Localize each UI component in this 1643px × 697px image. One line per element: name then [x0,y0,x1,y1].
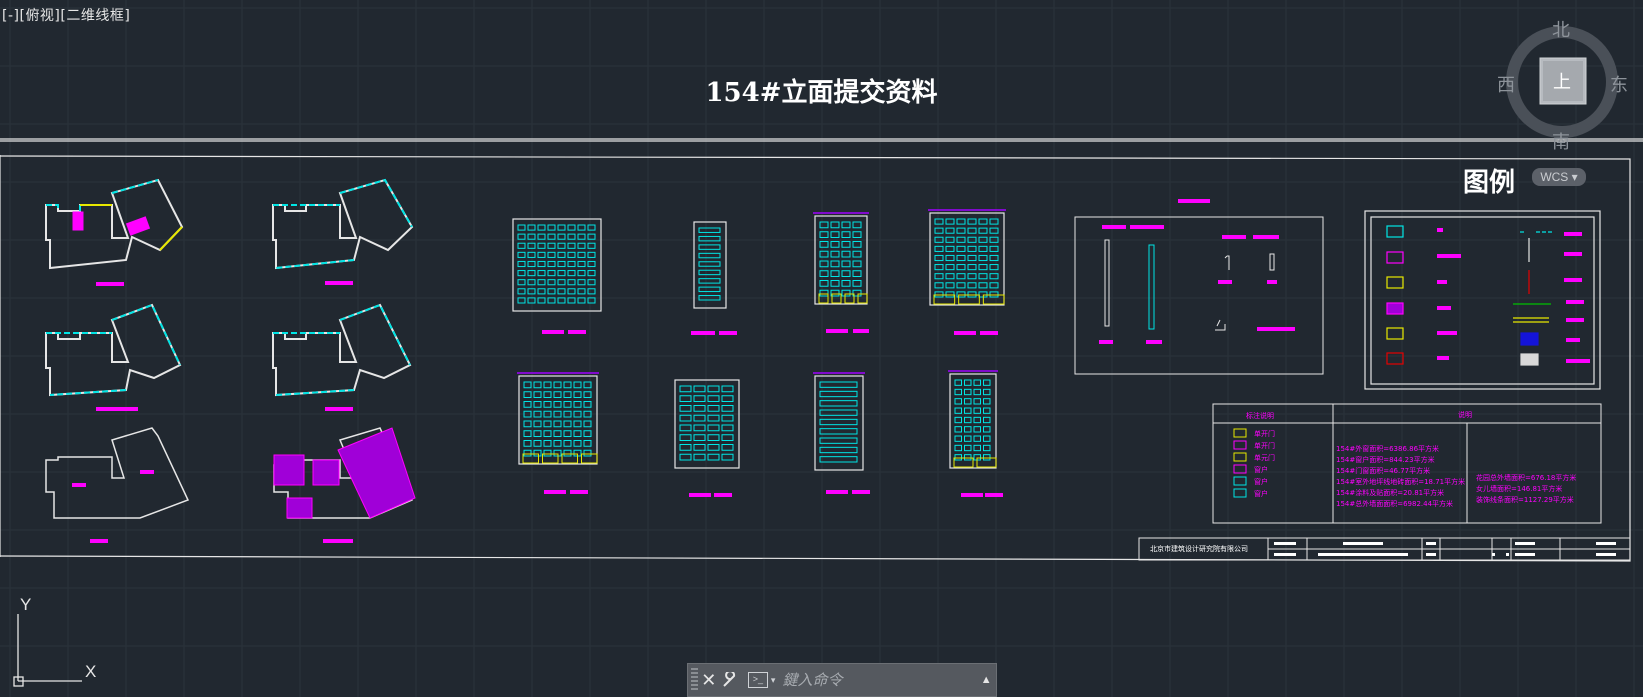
command-prompt-icon[interactable]: >_▾ [745,667,779,693]
elevation-drawings[interactable] [512,209,1006,497]
table-symbol-icon [1233,464,1247,474]
command-input[interactable] [778,666,977,694]
floor-plan-5[interactable] [45,427,190,543]
elevation-building[interactable] [813,372,870,494]
table-left-item: 单元门 [1254,453,1275,462]
table-left-icons [1233,428,1247,498]
table-note-line: 女儿墙面积=146.81平方米 [1476,484,1562,493]
floor-plan-4[interactable] [272,303,412,411]
table-note-line: 花园总外墙面积=676.18平方米 [1476,473,1576,482]
sheet-border [0,138,1643,562]
viewcube-top-face[interactable]: 上 [1553,72,1571,93]
wcs-dropdown[interactable]: WCS ▾ [1532,168,1586,186]
wrench-icon[interactable] [719,666,740,694]
table-left-item: 窗户 [1254,465,1268,474]
table-header-left: 标注说明 [1246,411,1274,420]
floor-plan-3[interactable] [45,303,182,411]
table-symbol-icon [1233,452,1247,462]
table-symbol-icon [1233,476,1247,486]
elevation-building[interactable] [813,212,869,333]
elevation-building[interactable] [512,218,602,334]
elevation-building[interactable] [674,379,740,497]
floor-plan-6[interactable] [273,427,416,543]
command-line-grip[interactable] [691,668,699,692]
legend-title: 图例 [1463,168,1516,198]
table-right-col1: 154#外窗面积=6386.86平方米 154#窗户面积=844.23平方米 154… [1336,444,1465,508]
table-symbol-icon [1233,440,1247,450]
table-right-col2: 花园总外墙面积=676.18平方米女儿墙面积=146.81平方米装饰线条面积=1… [1476,473,1576,504]
elevation-building[interactable] [517,372,599,494]
table-symbol-icon [1233,488,1247,498]
table-left-item: 窗户 [1254,477,1268,486]
table-note-line: 154#门窗面积=46.77平方米 [1336,466,1430,475]
floor-plan-1[interactable] [45,178,184,286]
table-left-item: 单开门 [1254,441,1275,450]
table-note-line: 154#室外地坪线地砖面积=18.71平方米 [1336,477,1465,486]
elevation-building[interactable] [948,370,1003,497]
table-symbol-icon [1233,428,1247,438]
legend-symbols[interactable] [1364,210,1601,390]
viewcube-south[interactable]: 南 [1552,132,1570,153]
viewcube-north[interactable]: 北 [1552,20,1570,41]
viewcube-east[interactable]: 东 [1610,75,1628,96]
table-note-line: 154#外窗面积=6386.86平方米 [1336,444,1439,453]
ucs-x-label: X [85,662,96,681]
wcs-label: WCS [1540,170,1569,184]
command-history-arrow-icon[interactable]: ▲ [980,674,992,686]
ucs-y-label: Y [20,595,31,614]
table-note-line: 154#涂料及贴面积=20.81平方米 [1336,488,1444,497]
elevation-building[interactable] [928,209,1006,335]
close-icon[interactable]: ✕ [701,669,717,690]
table-left-item: 窗户 [1254,489,1268,498]
table-note-line: 装饰线条面积=1127.29平方米 [1476,495,1574,504]
table-left-item: 单开门 [1254,429,1275,438]
drawing-title: 154#立面提交资料 [705,78,938,108]
floor-plan-2[interactable] [272,178,414,285]
title-block-company: 北京市建筑设计研究院有限公司 [1150,544,1248,553]
table-note-line: 154#总外墙面面积=6982.44平方米 [1336,499,1453,508]
detail-box-1[interactable] [1074,199,1324,375]
table-header-right: 说明 [1458,410,1472,419]
viewcube-west[interactable]: 西 [1497,75,1515,96]
title-block[interactable]: 北京市建筑设计研究院有限公司 [1138,537,1631,561]
viewcube[interactable]: 北 南 东 西 上 [1497,20,1628,153]
viewport-controls-label[interactable]: [-][俯视][二维线框] [2,8,131,24]
elevation-building[interactable] [691,221,737,335]
ucs-icon [13,614,82,687]
command-line[interactable]: ✕ >_▾ ▲ [687,663,997,697]
table-note-line: 154#窗户面积=844.23平方米 [1336,455,1435,464]
compass-ring[interactable] [1500,20,1624,144]
